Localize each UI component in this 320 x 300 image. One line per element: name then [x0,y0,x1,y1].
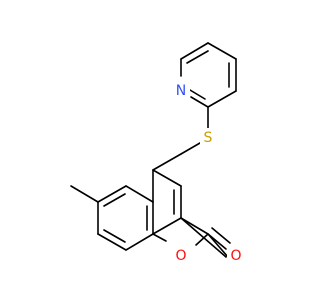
bond [97,185,127,203]
bond [125,185,154,203]
bond [103,229,126,243]
molecule-diagram: N S O O [70,42,244,264]
bond [125,233,154,251]
bond [70,185,99,203]
bond [207,233,229,258]
bond [152,153,182,171]
bond [152,217,182,235]
carbonyl [207,227,231,250]
nitrogen-atom-label: N [176,83,186,99]
bond [207,233,227,250]
label-background [172,246,189,264]
bond [103,193,126,207]
bond [207,42,237,60]
coumarin-core [70,169,229,258]
bond [207,90,237,108]
bond [180,142,201,155]
carbonyl-oxygen-atom-label: O [230,248,241,264]
bond [152,169,182,187]
bond [189,89,206,100]
thioether-linker [152,106,209,171]
label-background [173,81,190,99]
ring-oxygen-atom-label: O [175,248,186,264]
bond [180,217,209,235]
bond [195,233,209,246]
bond [211,227,231,244]
bond [97,233,127,251]
bond [152,233,167,242]
sulfur-atom-label: S [204,130,213,146]
bond [186,50,209,64]
atom-labels: N S O O [172,81,244,264]
bond [180,42,209,60]
pyridine-ring [180,42,237,108]
label-background [200,128,217,146]
bond [190,96,209,108]
label-background [227,246,244,264]
